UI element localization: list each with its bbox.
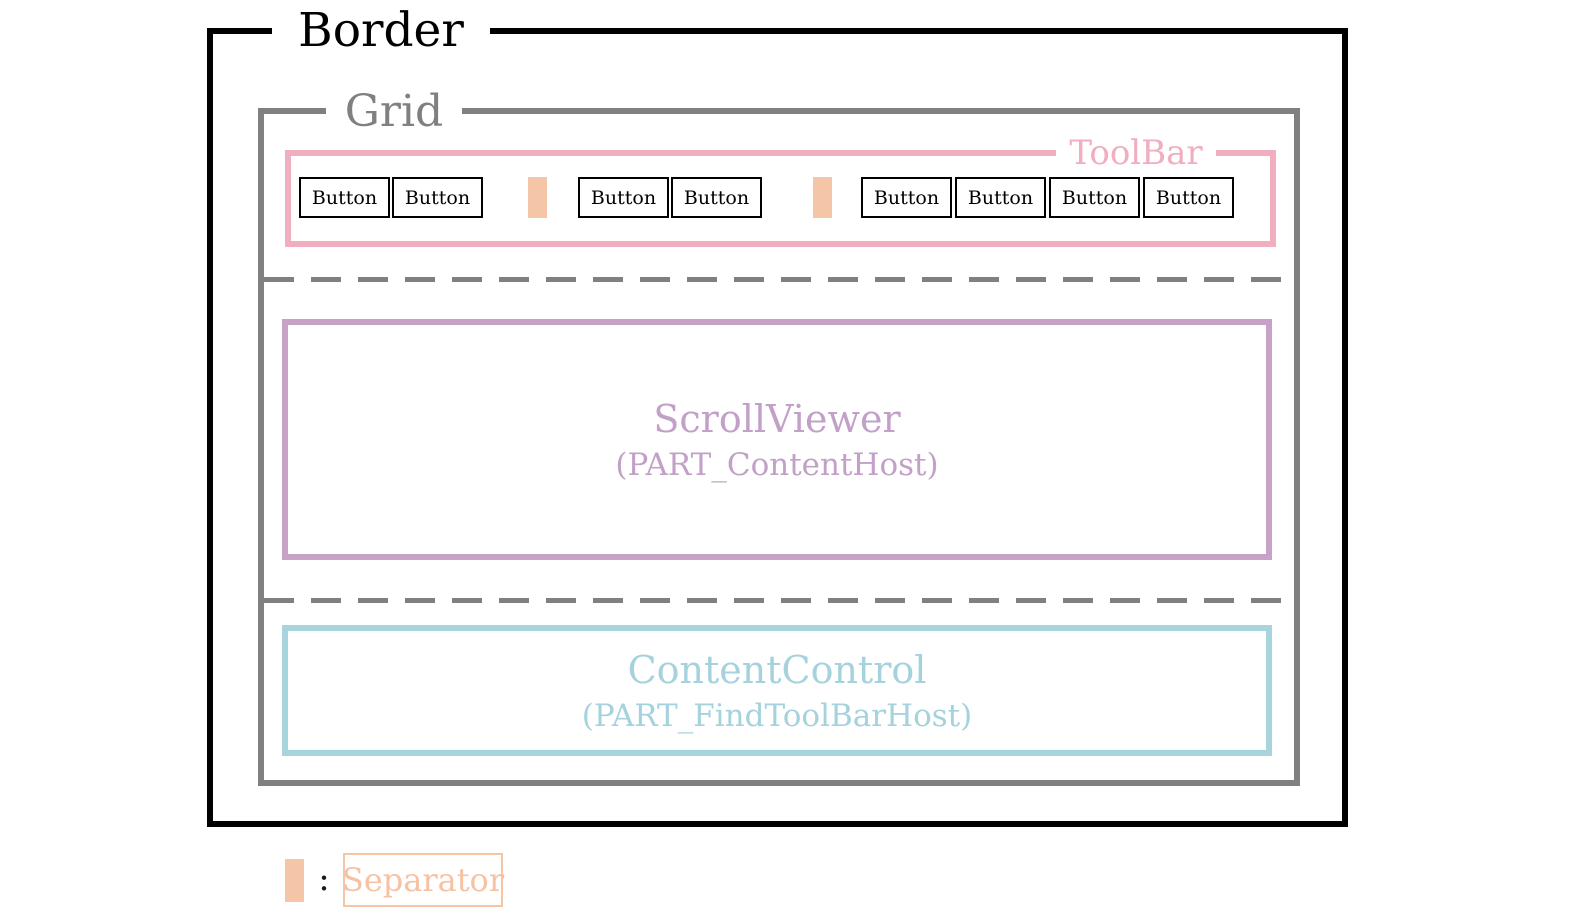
grid-element-box	[258, 108, 1300, 786]
contentcontrol-part-name: (PART_FindToolBarHost)	[581, 697, 973, 734]
grid-element-label: Grid	[326, 85, 462, 137]
legend-colon: :	[318, 859, 330, 899]
toolbar-separator	[528, 177, 547, 218]
toolbar-button: Button	[299, 177, 390, 218]
scrollviewer-part-name: (PART_ContentHost)	[615, 446, 939, 483]
separator-swatch-icon	[285, 859, 304, 902]
toolbar-items-row: Button Button Button Button Button Butto…	[299, 177, 1234, 218]
grid-row-divider-dashed	[264, 598, 1294, 603]
toolbar-element-box	[285, 150, 1276, 247]
border-element-label: Border	[272, 2, 490, 58]
toolbar-button: Button	[861, 177, 952, 218]
toolbar-button: Button	[392, 177, 483, 218]
legend-separator-label: Separator	[342, 853, 504, 907]
scrollviewer-element-box: ScrollViewer (PART_ContentHost)	[282, 319, 1272, 560]
toolbar-button: Button	[1143, 177, 1234, 218]
toolbar-button: Button	[1049, 177, 1140, 218]
contentcontrol-title: ContentControl	[627, 647, 927, 692]
toolbar-button: Button	[671, 177, 762, 218]
scrollviewer-title: ScrollViewer	[653, 396, 901, 441]
border-element-box	[207, 28, 1348, 827]
toolbar-separator	[813, 177, 832, 218]
contentcontrol-element-box: ContentControl (PART_FindToolBarHost)	[282, 625, 1272, 756]
toolbar-button: Button	[955, 177, 1046, 218]
grid-row-divider-dashed	[264, 277, 1294, 282]
toolbar-element-label: ToolBar	[1056, 129, 1216, 177]
toolbar-button: Button	[578, 177, 669, 218]
